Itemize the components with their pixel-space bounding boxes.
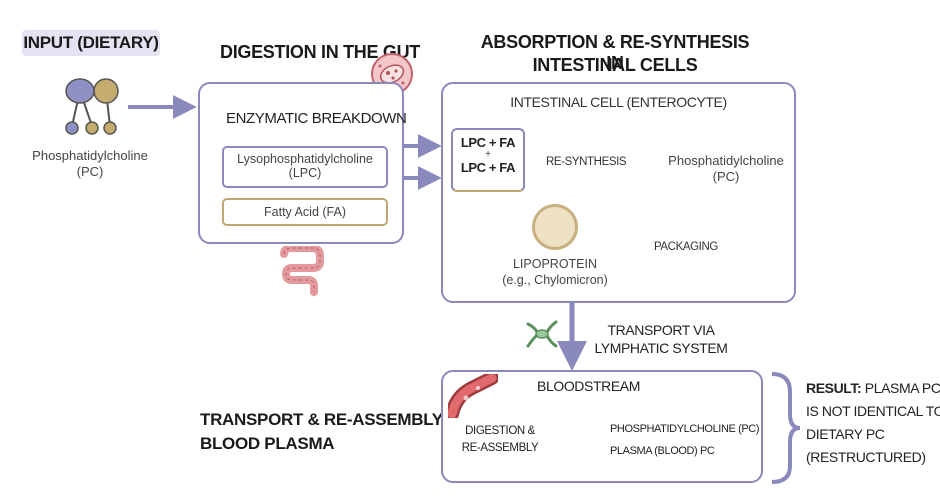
bloodstream-box bbox=[441, 370, 763, 483]
lipoprotein-icon bbox=[532, 204, 578, 250]
intestinal-cell-label: INTESTINAL CELL (ENTEROCYTE) bbox=[510, 94, 727, 110]
input-molecule-abbr: (PC) bbox=[76, 164, 104, 179]
result-line3: DIETARY PC bbox=[806, 426, 885, 442]
intestine-icon bbox=[280, 246, 324, 296]
result-line4: (RESTRUCTURED) bbox=[806, 449, 926, 465]
lpc-fa-bottom: LPC + FA bbox=[460, 160, 516, 175]
packaging-label: PACKAGING bbox=[654, 241, 718, 253]
fa-box: Fatty Acid (FA) bbox=[222, 198, 388, 226]
resynthesis-label: RE-SYNTHESIS bbox=[546, 156, 627, 168]
lymph-node-icon bbox=[526, 320, 558, 348]
plasma-result-line2: PLASMA (BLOOD) PC bbox=[610, 445, 715, 457]
lipoprotein-label: LIPOPROTEIN bbox=[512, 257, 598, 271]
input-molecule-name: Phosphatidylcholine bbox=[32, 148, 148, 163]
bloodstream-label: BLOODSTREAM bbox=[537, 378, 640, 394]
input-header: INPUT (DIETARY) bbox=[22, 30, 160, 56]
lpc-name: Lysophosphatidylcholine bbox=[237, 152, 373, 166]
lpc-fa-plus: + bbox=[485, 149, 491, 160]
plasma-header-line1: TRANSPORT & RE-ASSEMBLY IN bbox=[200, 410, 464, 429]
cell-pc-name: Phosphatidylcholine bbox=[668, 153, 784, 168]
result-line1-rest: PLASMA PC bbox=[861, 380, 940, 396]
digestion-subtitle: ENZYMATIC BREAKDOWN bbox=[226, 110, 407, 127]
result-label: RESULT: bbox=[806, 380, 862, 396]
lpc-box: Lysophosphatidylcholine (LPC) bbox=[222, 146, 388, 188]
plasma-digestion-line1: DIGESTION & bbox=[465, 425, 535, 437]
blood-vessel-icon bbox=[448, 374, 498, 418]
result-line1: RESULT: PLASMA PC bbox=[806, 380, 940, 396]
transport-label-line2: LYMPHATIC SYSTEM bbox=[594, 340, 728, 356]
absorption-header-line2: INTESTINAL CELLS bbox=[532, 55, 698, 75]
result-line2: IS NOT IDENTICAL TO bbox=[806, 403, 940, 419]
lpc-fa-group: LPC + FA + LPC + FA bbox=[451, 128, 525, 192]
lipoprotein-example: (e.g., Chylomicron) bbox=[502, 273, 608, 287]
lpc-fa-top: LPC + FA bbox=[460, 135, 516, 150]
cell-pc-abbr: (PC) bbox=[712, 169, 740, 184]
plasma-digestion-line2: RE-ASSEMBLY bbox=[461, 442, 539, 454]
transport-label-line1: TRANSPORT VIA bbox=[607, 322, 715, 338]
intestinal-cell-box bbox=[441, 82, 796, 303]
digestion-header: DIGESTION IN THE GUT bbox=[220, 42, 421, 62]
plasma-result-line1: PHOSPHATIDYLCHOLINE (PC) bbox=[610, 423, 760, 435]
plasma-header-line2: BLOOD PLASMA bbox=[200, 434, 335, 453]
lpc-abbr: (LPC) bbox=[288, 166, 322, 180]
result-brace bbox=[771, 372, 801, 484]
absorption-header-line1: ABSORPTION & RE-SYNTHESIS IN bbox=[480, 32, 750, 73]
molecule-icon bbox=[65, 78, 119, 135]
